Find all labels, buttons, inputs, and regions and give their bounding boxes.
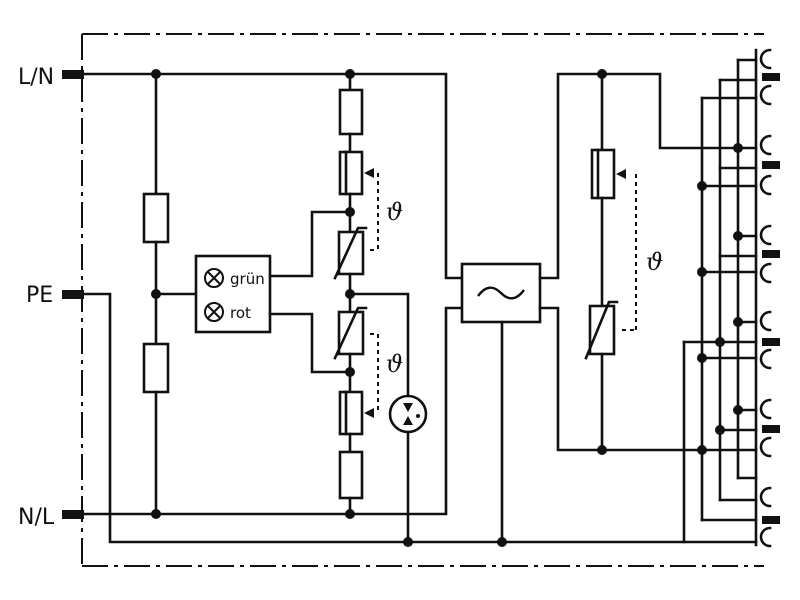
output-terminal-3 [762,250,780,258]
output-bus [682,48,758,547]
junction-dots [151,69,743,547]
resistor-top [338,88,364,136]
thermal-coupling-symbol-right: ϑ [646,248,663,276]
varistor-lower [337,310,365,356]
terminal-label-pe: PE [26,283,53,308]
varistor-upper [337,230,365,276]
filter-block [460,72,758,544]
output-terminal-1 [762,73,780,81]
terminal-label-ln: L/N [18,65,54,90]
indicator-module: grün rot [194,210,352,374]
thermal-coupling-symbol-lower: ϑ [386,350,403,378]
thermal-fuse-upper [338,150,364,196]
thermal-coupling-symbol-upper: ϑ [386,198,403,226]
sine-wave-icon [477,286,525,300]
resistor-bottom [338,450,364,500]
enclosure-frame [81,33,764,567]
gas-discharge-tube-icon [388,394,428,434]
lamp-red-icon [204,302,224,322]
lamp-green-label: grün [230,270,265,288]
terminal-pad-nl [62,510,84,519]
main-rails [82,72,758,544]
terminal-label-nl: N/L [18,505,55,530]
protection-chain: ϑ ϑ [333,72,428,544]
output-terminal-2 [762,161,780,169]
output-terminal-5 [762,425,780,433]
output-terminal-6 [762,516,780,524]
varistor-right [588,304,616,356]
output-connectors [759,48,780,548]
thermal-fuse-right [590,148,616,200]
resistor-upper [142,192,170,244]
output-terminal-4 [762,338,780,346]
lamp-red-label: rot [230,304,251,322]
voltage-divider [142,72,198,516]
terminal-pad-ln [62,70,84,79]
lamp-green-icon [204,268,224,288]
fine-protection-stage: ϑ [584,72,663,452]
thermal-fuse-lower [338,390,364,436]
terminal-pad-pe [62,290,84,299]
resistor-lower [142,342,170,394]
